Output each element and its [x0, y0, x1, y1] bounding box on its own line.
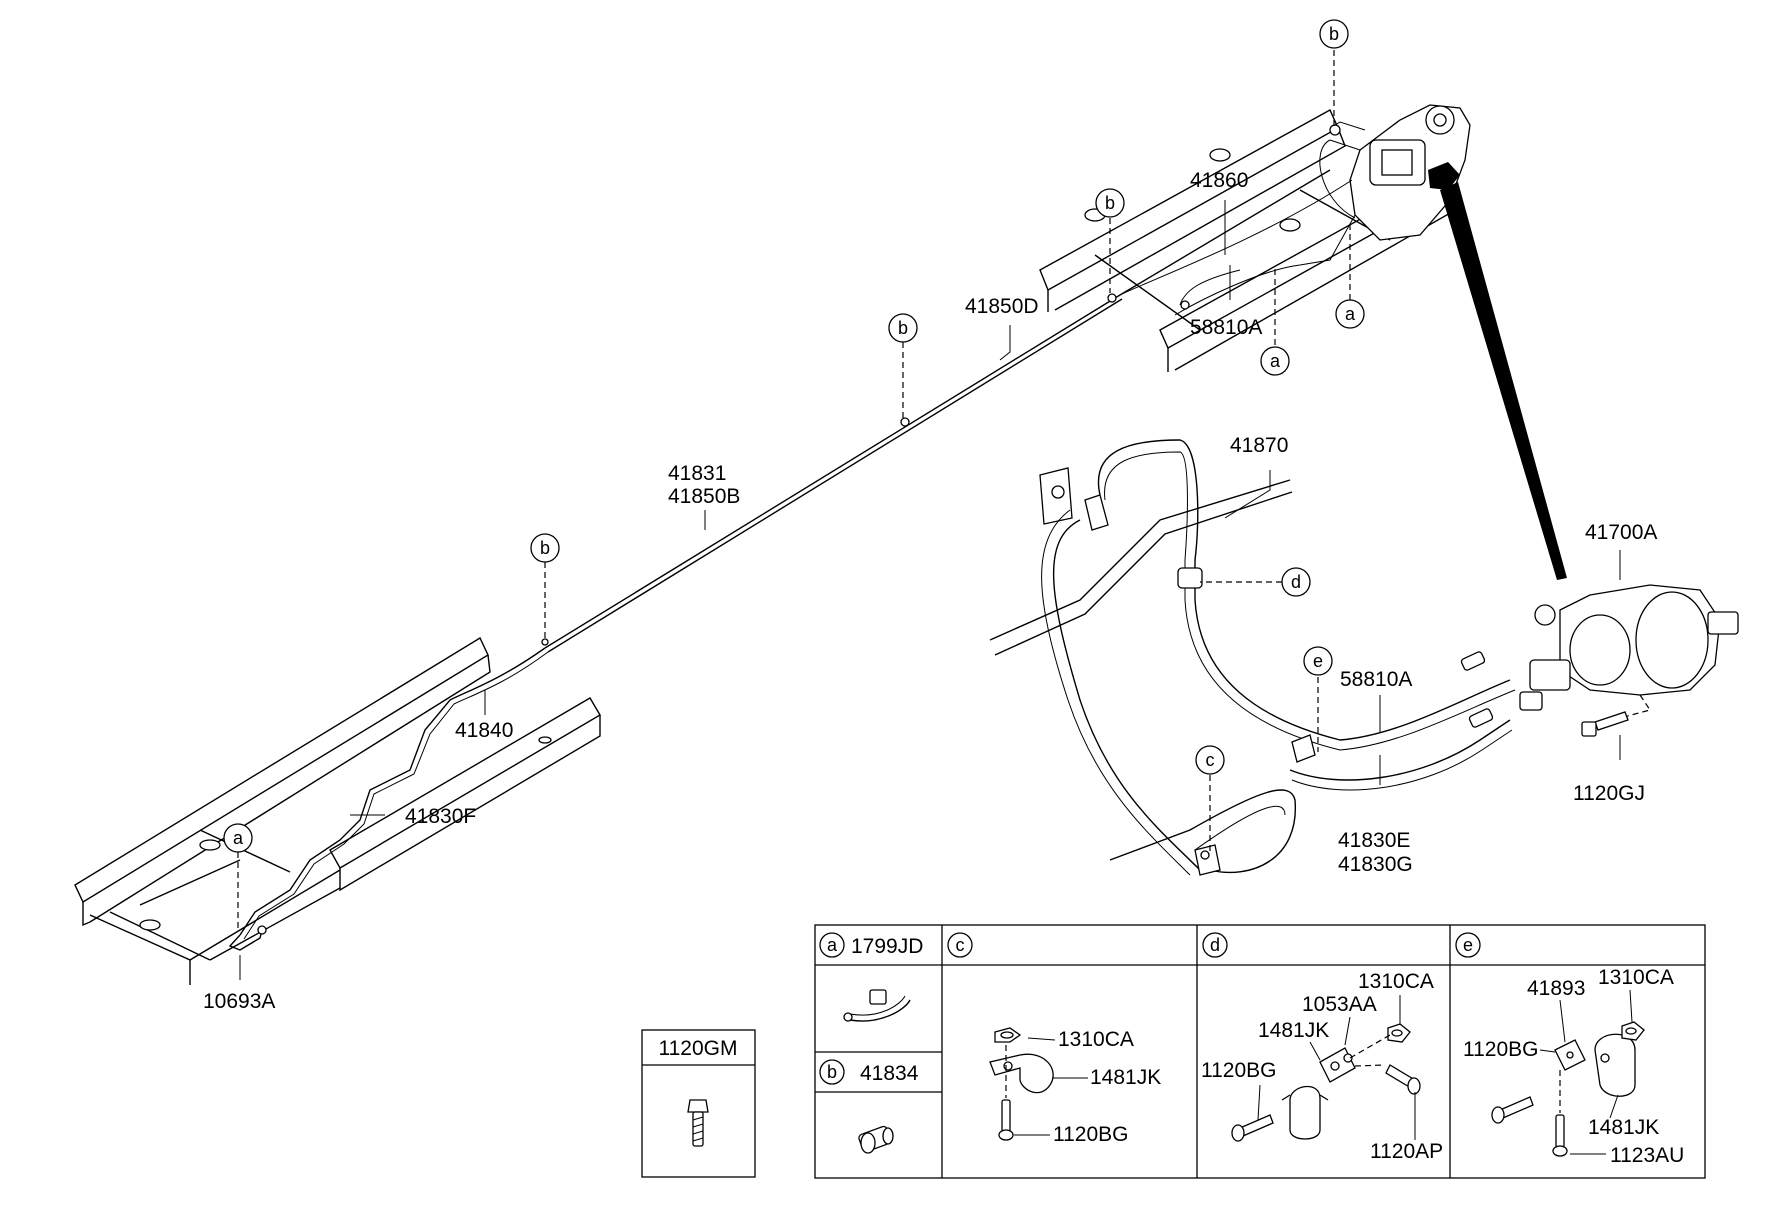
svg-text:d: d: [1291, 572, 1301, 592]
bolt-icon: [1581, 711, 1629, 737]
legend-box-1120GM: 1120GM: [641, 1029, 756, 1178]
legend-c-1310CA: 1310CA: [1058, 1028, 1134, 1051]
svg-text:e: e: [1313, 651, 1323, 671]
label-41830E: 41830E: [1338, 829, 1410, 852]
clamp-icon: [989, 1053, 1054, 1094]
upper-frame-rail: [1039, 109, 1453, 372]
svg-text:a: a: [1270, 351, 1281, 371]
label-10693A: 10693A: [203, 990, 275, 1013]
fitting-icon: [858, 1125, 894, 1154]
legend-e-41893: 41893: [1527, 977, 1585, 1000]
svg-text:a: a: [1345, 304, 1356, 324]
nut-icon: [994, 1027, 1022, 1043]
bolt-icon: [1552, 1070, 1568, 1157]
svg-text:a: a: [233, 828, 244, 848]
callout-b-top: b: [1319, 19, 1349, 49]
legend-d-1481JK: 1481JK: [1258, 1019, 1329, 1042]
callout-c: c: [1195, 745, 1225, 775]
legend-e-1481JK: 1481JK: [1588, 1116, 1659, 1139]
callout-b-mid: b: [888, 313, 918, 343]
clutch-booster: [1519, 584, 1739, 719]
legend-b-part: 41834: [860, 1062, 919, 1085]
bolt-icon: [1349, 1034, 1421, 1095]
legend-d-1120BG: 1120BG: [1201, 1059, 1277, 1082]
label-1120GJ: 1120GJ: [1573, 782, 1645, 805]
svg-text:b: b: [1329, 24, 1339, 44]
label-41850D: 41850D: [965, 295, 1039, 318]
label-41830F: 41830F: [405, 805, 476, 828]
detail-pointer: [1440, 182, 1567, 580]
callout-a-lower: a: [1260, 346, 1290, 376]
legend-e-1310CA: 1310CA: [1598, 966, 1674, 989]
legend-d-1120AP: 1120AP: [1370, 1140, 1443, 1163]
svg-text:c: c: [956, 935, 965, 955]
svg-text:a: a: [827, 935, 838, 955]
bolt-icon: [687, 1099, 709, 1147]
bolt-icon: [1491, 1096, 1534, 1124]
label-58810A-mid: 58810A: [1340, 668, 1412, 691]
nut-icon: [1387, 1023, 1411, 1043]
label-41830G: 41830G: [1338, 853, 1413, 876]
callout-d: d: [1281, 567, 1311, 597]
callout-b-lower: b: [530, 533, 560, 563]
tie-wrap-icon: [843, 989, 911, 1022]
svg-text:e: e: [1463, 935, 1473, 955]
svg-text:b: b: [898, 318, 908, 338]
svg-text:b: b: [540, 538, 550, 558]
svg-text:b: b: [827, 1062, 837, 1082]
label-41831: 41831: [668, 462, 726, 485]
bracket-icon: [1554, 1039, 1586, 1071]
legend-1120GM-title: 1120GM: [659, 1037, 738, 1060]
bolt-icon: [998, 1045, 1014, 1141]
legend-a-part: 1799JD: [851, 935, 923, 958]
lower-frame-rail: [74, 636, 601, 985]
legend-c-1120BG: 1120BG: [1053, 1123, 1129, 1146]
callout-b-41860: b: [1095, 188, 1125, 218]
svg-text:b: b: [1105, 193, 1115, 213]
legend-d-1053AA: 1053AA: [1302, 993, 1377, 1016]
label-41860: 41860: [1190, 169, 1248, 192]
legend-d-1310CA: 1310CA: [1358, 970, 1434, 993]
label-41700A: 41700A: [1585, 521, 1657, 544]
label-41870: 41870: [1230, 434, 1288, 457]
callout-e: e: [1303, 646, 1333, 676]
svg-text:c: c: [1206, 750, 1215, 770]
bolt-icon: [1231, 1114, 1274, 1142]
legend-e-1123AU: 1123AU: [1610, 1144, 1684, 1167]
callout-a-left: a: [223, 823, 253, 853]
nut-icon: [1621, 1021, 1645, 1041]
clamp-icon: [1594, 1033, 1636, 1097]
legend-table: a 1799JD c d e b 41834: [814, 924, 1706, 1179]
label-41840: 41840: [455, 719, 513, 742]
svg-text:d: d: [1210, 935, 1220, 955]
rear-cable-routing: [228, 647, 549, 951]
clamp-icon: [1281, 1085, 1329, 1140]
main-brake-cable: [541, 139, 1356, 653]
label-58810A-top: 58810A: [1190, 316, 1262, 339]
bracket-icon: [1319, 1047, 1356, 1083]
transmission-assembly: [1329, 104, 1471, 241]
callout-a-right: a: [1335, 299, 1365, 329]
legend-c-1481JK: 1481JK: [1090, 1066, 1161, 1089]
legend-e-1120BG: 1120BG: [1463, 1038, 1539, 1061]
label-41850B: 41850B: [668, 485, 740, 508]
leaders: [237, 50, 1621, 980]
hydraulic-lines: [989, 439, 1516, 876]
